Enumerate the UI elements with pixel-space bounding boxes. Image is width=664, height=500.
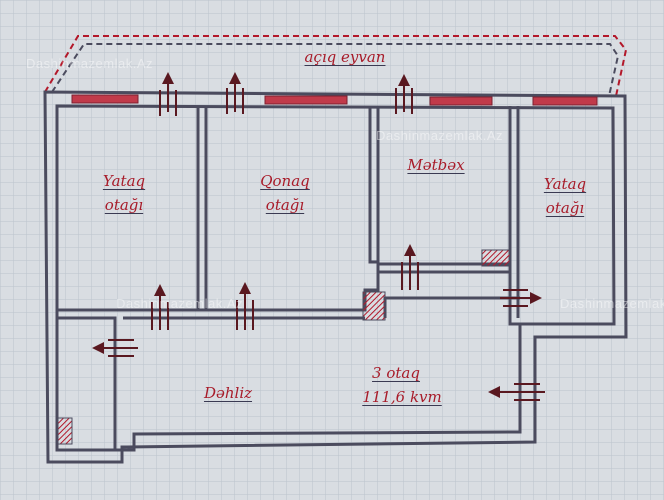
balcony-label: açıq eyvan <box>304 48 386 66</box>
bedroom-left-label-2: otağı <box>104 196 144 214</box>
hallway-label: Dəhliz <box>203 384 253 402</box>
outer-walls <box>43 90 628 464</box>
watermark-lower-left: Dashinmazemlak.Az <box>116 296 243 311</box>
bedroom-right-label-1: Yataq <box>543 175 587 193</box>
area-label: 111,6 kvm <box>362 388 442 406</box>
watermark-right: Dashinmazemlak.Az <box>560 296 664 311</box>
watermark-top-left: Dashinmazemlak.Az <box>26 56 153 71</box>
hatched-columns <box>57 249 511 445</box>
windows <box>71 94 598 106</box>
watermark-center: Dashinmazemlak.Az <box>376 128 503 143</box>
balcony <box>44 35 628 97</box>
room-count-label: 3 otaq <box>372 364 420 382</box>
living-room-label-1: Qonaq <box>260 172 310 190</box>
bedroom-right-label-2: otağı <box>545 199 585 217</box>
living-room-label-2: otağı <box>265 196 305 214</box>
kitchen-label: Mətbəx <box>407 156 465 174</box>
door-arrows <box>92 72 545 401</box>
bedroom-left-label-1: Yataq <box>102 172 146 190</box>
